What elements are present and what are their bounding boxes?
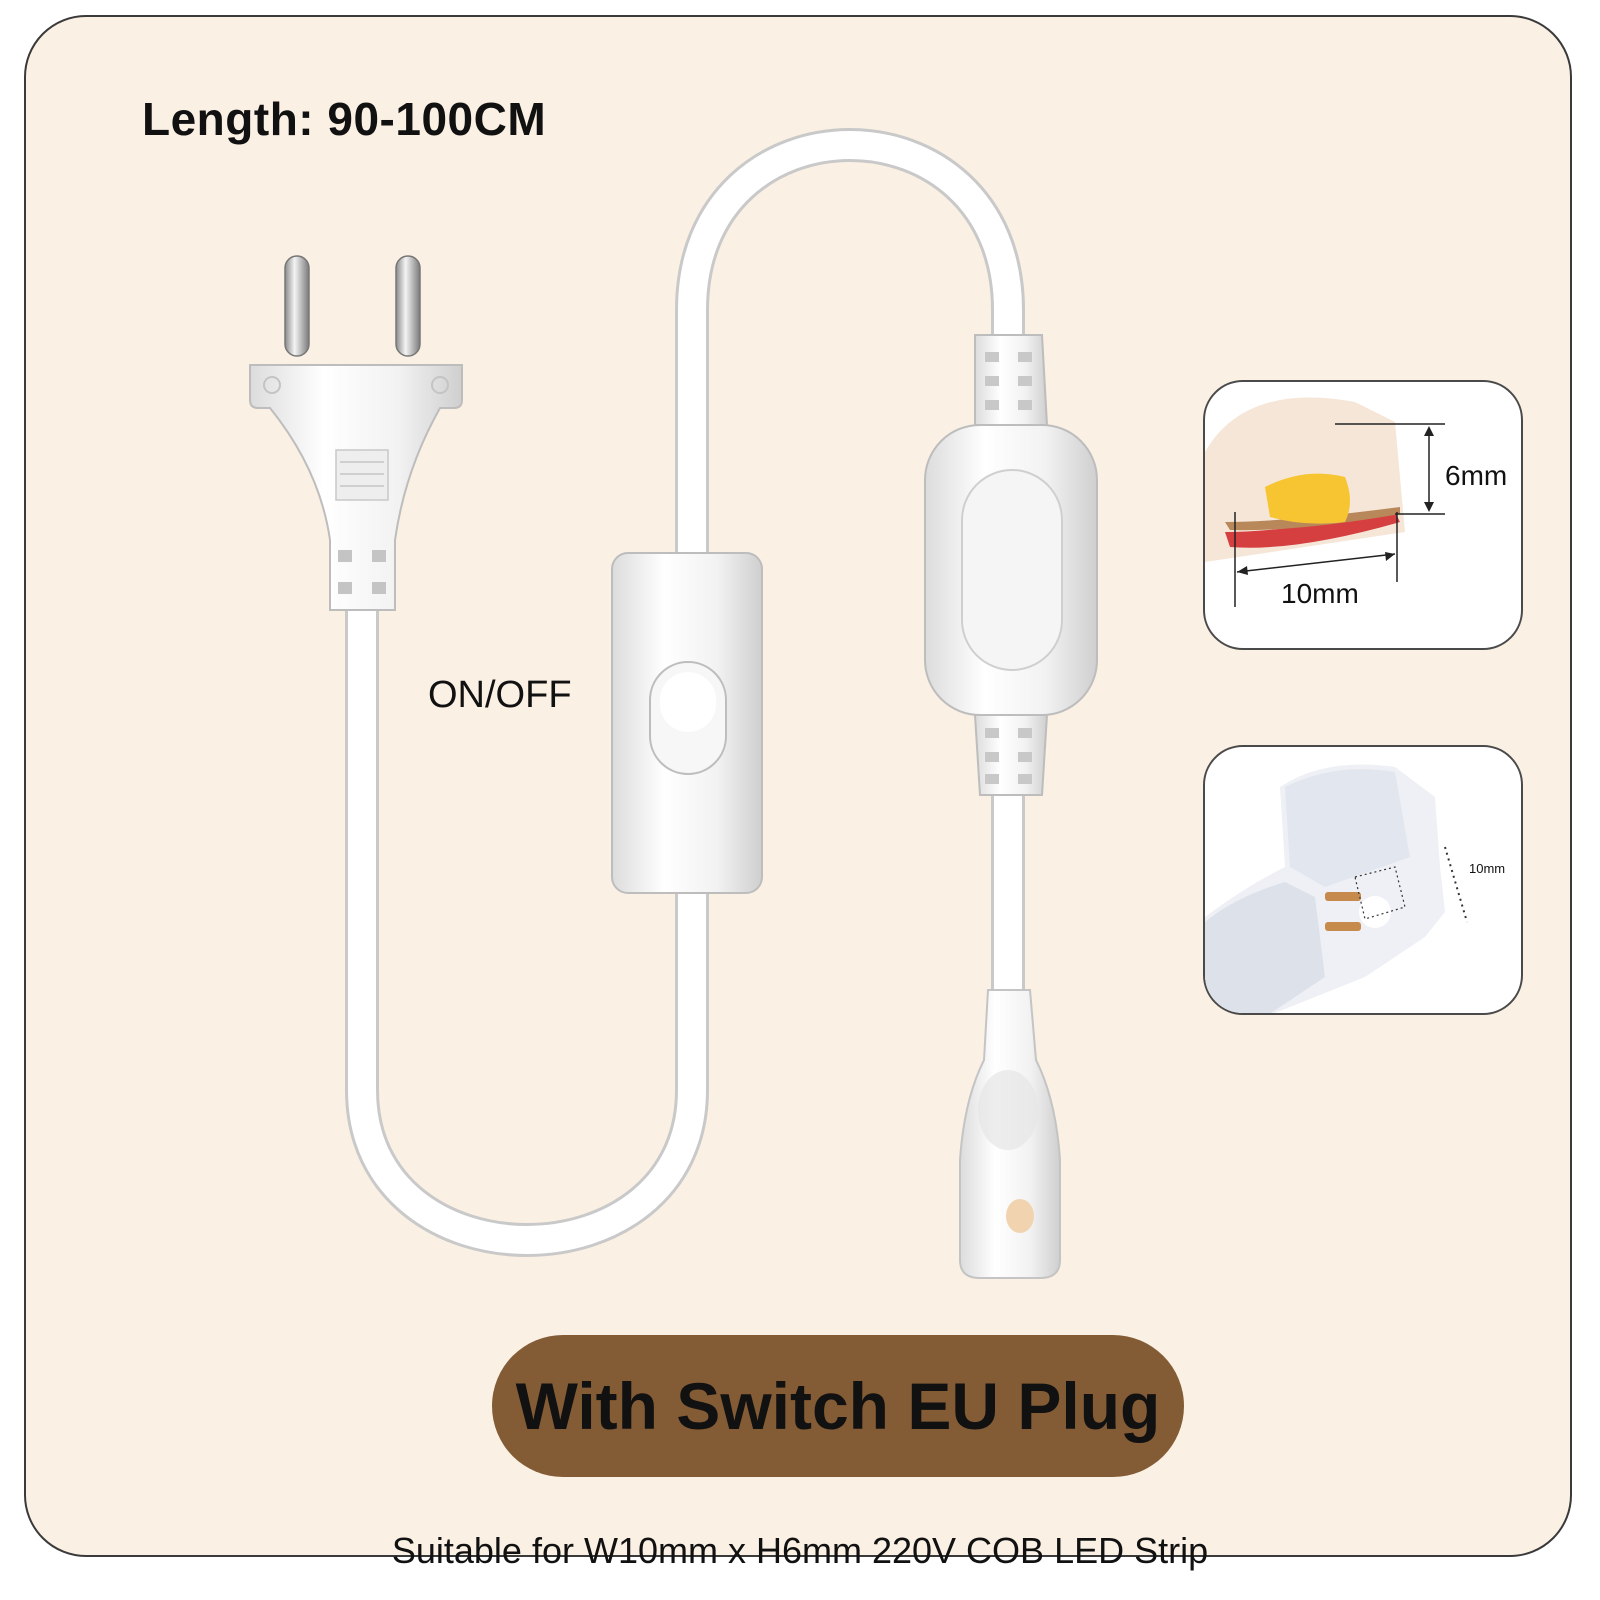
- height-dimension-label: 6mm: [1445, 460, 1508, 491]
- driver-box-icon: [924, 334, 1098, 796]
- connector-detail-icon: [1205, 764, 1468, 1013]
- power-cable: [345, 128, 1025, 1257]
- banner-text: With Switch EU Plug: [515, 1369, 1161, 1443]
- connector-detail-inset: 10mm: [1203, 745, 1523, 1015]
- strip-cross-section-icon: [1205, 397, 1445, 607]
- switch-label: ON/OFF: [428, 674, 572, 716]
- eu-plug-icon: [249, 255, 463, 611]
- width-dimension-label: 10mm: [1281, 578, 1359, 609]
- compatibility-note: Suitable for W10mm x H6mm 220V COB LED S…: [391, 1530, 1209, 1571]
- product-banner: With Switch EU Plug: [492, 1335, 1184, 1477]
- length-title: Length: 90-100CM: [142, 93, 547, 145]
- connector-width-label: 10mm: [1469, 861, 1506, 876]
- rocker-switch-icon: [611, 552, 763, 894]
- strip-dimension-inset: 6mm 10mm: [1203, 380, 1523, 650]
- strip-connector-icon: [959, 989, 1061, 1279]
